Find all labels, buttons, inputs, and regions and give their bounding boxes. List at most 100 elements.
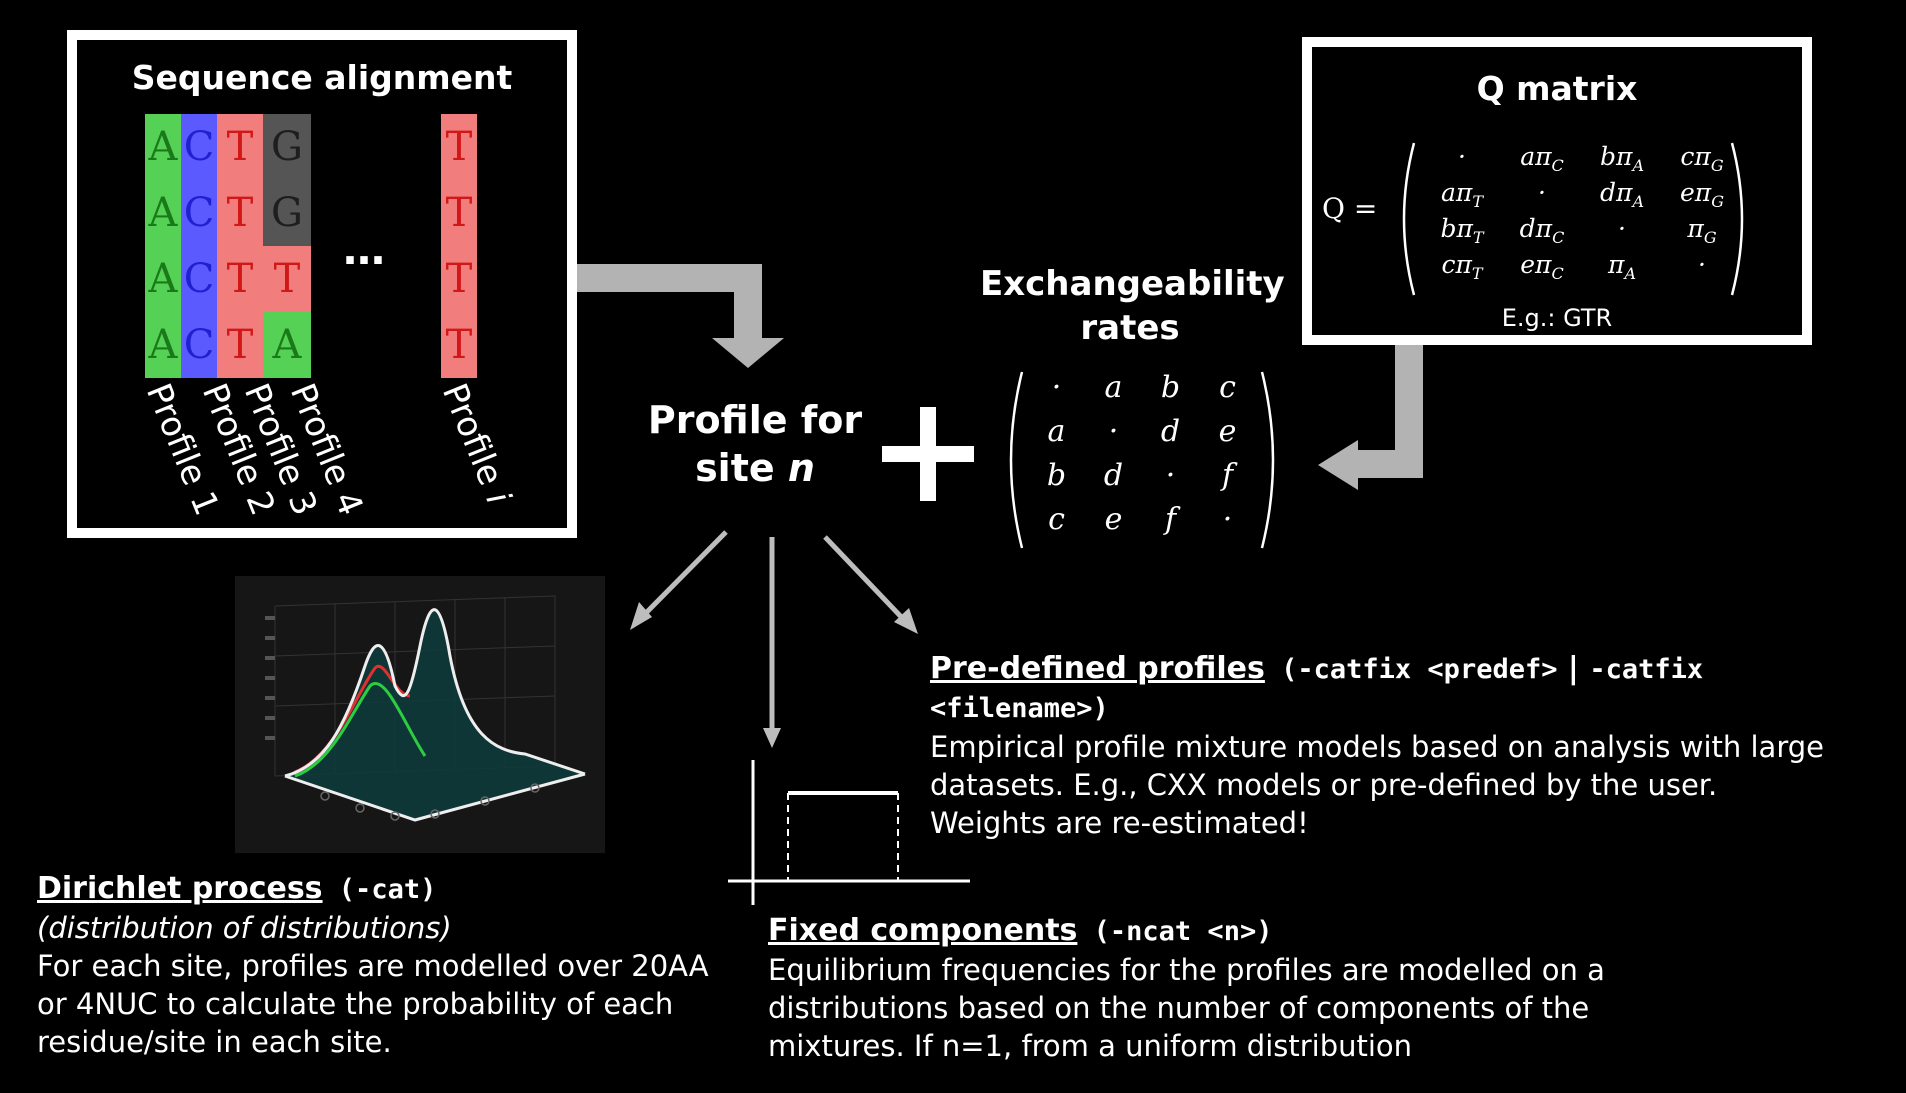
dirichlet-line-2: or 4NUC to calculate the probability of … xyxy=(37,987,674,1021)
q-matrix-entry: dπA xyxy=(1600,178,1644,211)
predef-name: Pre-defined profiles xyxy=(930,651,1265,686)
exchangeability-title: Exchangeability rates xyxy=(980,262,1285,350)
dirichlet-flag: (-cat) xyxy=(322,874,437,905)
fixed-line-2: distributions based on the number of com… xyxy=(768,991,1590,1025)
q-matrix-entry: eπC xyxy=(1520,250,1564,283)
q-matrix-entry: · xyxy=(1458,142,1466,171)
exchange-matrix-entry: e xyxy=(1104,502,1123,537)
q-matrix-entry: πA xyxy=(1608,250,1636,283)
exchange-matrix-entry: b xyxy=(1046,458,1067,493)
plus-sign xyxy=(882,407,974,501)
alignment-cell: A xyxy=(263,312,311,378)
predef-flag2: -catfix <filename>) xyxy=(930,654,1704,724)
alignment-cell: G xyxy=(263,180,311,246)
fixed-flag: (-ncat <n>) xyxy=(1077,916,1273,947)
fixed-line-1: Equilibrium frequencies for the profiles… xyxy=(768,953,1605,987)
arrow-to-predef xyxy=(894,608,918,634)
alignment-cell: T xyxy=(217,246,263,312)
fixed-heading: Fixed components (-ncat <n>) xyxy=(768,912,1668,951)
alignment-cell: A xyxy=(145,312,181,378)
exchange-matrix-entry: a xyxy=(1104,370,1123,405)
predef-section: Pre-defined profiles (-catfix <predef> |… xyxy=(930,650,1890,842)
fixed-section: Fixed components (-ncat <n>) Equilibrium… xyxy=(768,912,1668,1065)
q-matrix-entry: bπT xyxy=(1440,214,1484,247)
profile-for-line: Profile for xyxy=(647,398,863,442)
exchange-title-line1: Exchangeability xyxy=(980,264,1285,304)
exchange-matrix-entry: a xyxy=(1047,414,1066,449)
predef-sep: | xyxy=(1557,651,1590,686)
alignment-cell: C xyxy=(181,114,217,180)
q-matrix-entry: · xyxy=(1698,250,1706,279)
fixed-components-plot xyxy=(728,760,970,905)
sequence-alignment-title: Sequence alignment xyxy=(131,58,513,97)
site-variable: n xyxy=(787,446,815,490)
q-matrix-entry: · xyxy=(1618,214,1626,243)
alignment-cell: A xyxy=(145,114,181,180)
exchange-matrix-entry: f xyxy=(1164,502,1177,537)
exchange-matrix-entry: e xyxy=(1218,414,1237,449)
predef-heading: Pre-defined profiles (-catfix <predef> |… xyxy=(930,650,1890,728)
exchange-matrix-entry: c xyxy=(1048,502,1065,537)
predef-line-3: Weights are re-estimated! xyxy=(930,806,1309,840)
dirichlet-line-3: residue/site in each site. xyxy=(37,1025,392,1059)
alignment-cell: T xyxy=(441,114,477,180)
exchange-matrix-entry: d xyxy=(1103,458,1124,493)
exchange-matrix-entry: f xyxy=(1221,458,1234,493)
q-matrix-entry: cπT xyxy=(1441,250,1483,283)
site-n-line: site n xyxy=(640,444,870,492)
alignment-cell: C xyxy=(181,246,217,312)
dirichlet-heading: Dirichlet process (-cat) xyxy=(37,870,737,909)
ellipsis: … xyxy=(343,225,385,274)
exchange-matrix-entry: b xyxy=(1160,370,1181,405)
exchange-matrix-entry: · xyxy=(1051,370,1062,405)
exchange-matrix-entry: · xyxy=(1108,414,1119,449)
dirichlet-subtitle: (distribution of distributions) xyxy=(37,911,452,945)
alignment-cell: T xyxy=(441,246,477,312)
dirichlet-3d-plot xyxy=(235,576,605,853)
alignment-cell: T xyxy=(263,246,311,312)
alignment-cell: C xyxy=(181,180,217,246)
exchange-matrix-entry: c xyxy=(1219,370,1236,405)
predef-flag1: (-catfix <predef> xyxy=(1264,654,1558,685)
alignment-to-profile-arrow xyxy=(577,264,784,368)
predef-line-2: datasets. E.g., CXX models or pre-define… xyxy=(930,768,1718,802)
fixed-name: Fixed components xyxy=(768,913,1078,948)
q-matrix-entry: πG xyxy=(1687,214,1717,247)
predef-line-1: Empirical profile mixture models based o… xyxy=(930,730,1824,764)
arrow-to-fixed xyxy=(763,728,781,748)
q-matrix-entry: dπC xyxy=(1519,214,1565,247)
dirichlet-section: Dirichlet process (-cat) (distribution o… xyxy=(37,870,737,1061)
q-matrix-caption: E.g.: GTR xyxy=(1501,304,1613,332)
alignment-cell: T xyxy=(441,180,477,246)
q-matrix-entry: aπT xyxy=(1440,178,1483,211)
q-matrix-entry: · xyxy=(1538,178,1546,207)
exchange-matrix-entry: d xyxy=(1160,414,1181,449)
alignment-cell: C xyxy=(181,312,217,378)
fixed-line-3: mixtures. If n=1, from a uniform distrib… xyxy=(768,1029,1413,1063)
alignment-cell: T xyxy=(217,114,263,180)
profile-for-site-label: Profile for site n xyxy=(640,396,870,492)
qmatrix-to-exchange-arrow xyxy=(1318,345,1423,490)
alignment-cell: A xyxy=(145,180,181,246)
dirichlet-name: Dirichlet process xyxy=(37,871,323,906)
dirichlet-line-1: For each site, profiles are modelled ove… xyxy=(37,949,709,983)
q-matrix-entry: bπA xyxy=(1600,142,1644,175)
q-matrix-title: Q matrix xyxy=(1476,69,1638,108)
exchange-matrix-entry: · xyxy=(1165,458,1176,493)
alignment-cell: G xyxy=(263,114,311,180)
exchange-matrix-entry: · xyxy=(1222,502,1233,537)
q-matrix-entry: eπG xyxy=(1679,178,1724,211)
q-equals: Q = xyxy=(1322,192,1378,225)
q-matrix-entry: cπG xyxy=(1680,142,1724,175)
alignment-cell: T xyxy=(217,180,263,246)
q-matrix-brackets xyxy=(1402,142,1744,296)
exchange-matrix-brackets xyxy=(1009,371,1275,549)
arrow-to-dirichlet xyxy=(630,602,652,630)
dirichlet-plot-svg xyxy=(265,595,586,822)
